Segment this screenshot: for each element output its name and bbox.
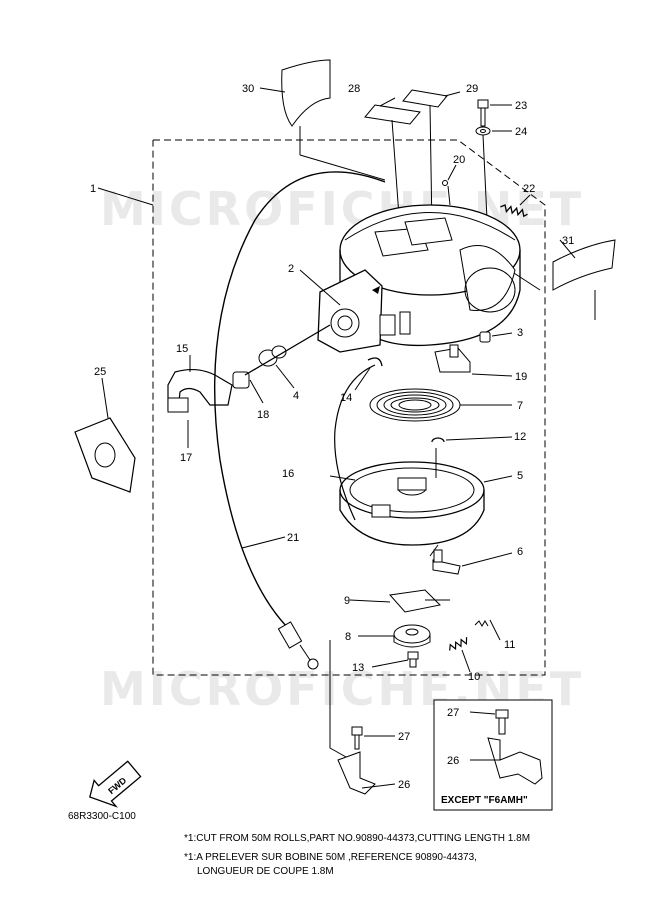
starter-rope-line: [244, 324, 331, 376]
callout-4: 4: [293, 390, 299, 402]
part-6-pawl: [429, 544, 513, 575]
callout-6: 6: [517, 546, 523, 558]
callout-12: 12: [514, 431, 526, 443]
callout-9: 9: [344, 595, 350, 607]
inset-callout-27: 27: [447, 707, 459, 719]
part-16-rope: [334, 364, 376, 521]
part-13-bolt: [371, 651, 419, 668]
callout-28: 28: [348, 83, 360, 95]
part-3-bushing: [479, 331, 513, 343]
callout-8: 8: [345, 631, 351, 643]
callout-11: 11: [504, 639, 515, 651]
callout-19: 19: [515, 371, 527, 383]
part-18-rope-guide: [232, 371, 264, 404]
part-28-label: [364, 104, 421, 125]
fwd-arrow: FWD: [89, 760, 142, 808]
callout-1: 1: [90, 183, 96, 195]
callout-3: 3: [517, 327, 523, 339]
inset-label: EXCEPT "F6AMH": [441, 795, 528, 806]
assembly-boundary: [152, 139, 546, 676]
callout-5: 5: [517, 470, 523, 482]
inset-part-26-bracket: [470, 737, 543, 785]
callout-21: 21: [287, 532, 299, 544]
part-29-label: [402, 89, 448, 108]
callout-30: 30: [242, 83, 254, 95]
part-9-plate: [349, 589, 450, 613]
note-line-3: LONGUEUR DE COUPE 1.8M: [197, 866, 334, 877]
callout-2: 2: [288, 263, 294, 275]
inset-callout-26: 26: [447, 755, 459, 767]
callout-13: 13: [352, 662, 364, 674]
callout-26: 26: [398, 779, 410, 791]
callout-18: 18: [257, 409, 269, 421]
note-line-1: *1:CUT FROM 50M ROLLS,PART NO.90890-4437…: [184, 833, 531, 844]
part-8-drive-plate: [358, 624, 431, 648]
part-23-bolt: [477, 99, 512, 127]
part-4-grommet: [258, 345, 295, 389]
cable-end-fitting: [277, 621, 319, 670]
part-27-bolt: [351, 726, 395, 750]
callout-23: 23: [515, 100, 527, 112]
drawing-code: 68R3300-C100: [68, 811, 136, 822]
part-26-bracket: [329, 640, 396, 795]
callout-14: 14: [340, 392, 352, 404]
callout-27: 27: [398, 731, 410, 743]
part-21-cable: [213, 171, 386, 631]
part-7-spiral-spring: [369, 388, 512, 422]
callout-25: 25: [94, 366, 106, 378]
callout-24: 24: [515, 126, 527, 138]
callout-10: 10: [468, 671, 480, 683]
part-14-clip: [354, 357, 383, 391]
callout-22: 22: [523, 183, 535, 195]
part-5-pulley: [339, 448, 513, 546]
callout-20: 20: [453, 154, 465, 166]
part-19-lever: [434, 344, 513, 377]
callout-15: 15: [176, 343, 188, 355]
callout-29: 29: [466, 83, 478, 95]
part-2-starter-housing: [299, 204, 521, 353]
part-25-grommet: [74, 377, 136, 493]
part-11-spring: [474, 619, 501, 641]
part-30-decal: [259, 59, 386, 181]
callout-17: 17: [180, 452, 192, 464]
part-22-spring: [500, 194, 531, 218]
inset-part-27-bolt: [469, 709, 509, 735]
callout-16: 16: [282, 468, 294, 480]
callout-7: 7: [517, 400, 523, 412]
note-line-2: *1:A PRELEVER SUR BOBINE 50M ,REFERENCE …: [184, 852, 477, 863]
callout-31: 31: [562, 235, 574, 247]
part-10-spring: [449, 637, 471, 673]
part-15-starter-handle: [167, 355, 233, 448]
part-20-pin: [442, 180, 448, 186]
part-12-circlip: [431, 436, 513, 443]
